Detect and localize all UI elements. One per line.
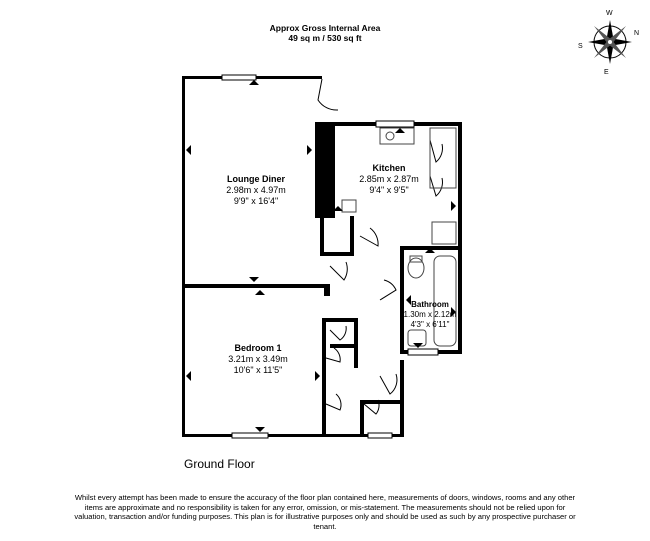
- room-label-bedroom: Bedroom 1 3.21m x 3.49m 10'6" x 11'5": [216, 343, 300, 376]
- room-metric: 3.21m x 3.49m: [228, 354, 288, 364]
- compass-e: N: [634, 30, 639, 37]
- fixtures: [341, 127, 457, 347]
- room-metric: 2.98m x 4.97m: [226, 185, 286, 195]
- room-name: Lounge Diner: [227, 174, 285, 184]
- wall-hall-east: [400, 360, 404, 436]
- wall-lobby: [360, 400, 400, 404]
- room-imperial: 9'9" x 16'4": [233, 196, 279, 206]
- area-header: Approx Gross Internal Area 49 sq m / 530…: [0, 23, 650, 43]
- room-imperial: 10'6" x 11'5": [233, 365, 283, 375]
- wall-cupboard-east: [350, 216, 354, 256]
- windows: [221, 74, 439, 439]
- compass-n: W: [606, 10, 613, 17]
- compass-s: E: [604, 69, 609, 76]
- area-value: 49 sq m / 530 sq ft: [288, 33, 362, 43]
- appliance-icon: [341, 199, 357, 213]
- wall-chimney: [315, 122, 335, 218]
- compass-w: S: [578, 43, 583, 50]
- wall-lounge-bedroom: [182, 284, 330, 288]
- wall-east: [458, 122, 462, 352]
- disclaimer-text: Whilst every attempt has been made to en…: [74, 493, 576, 531]
- room-label-lounge: Lounge Diner 2.98m x 4.97m 9'9" x 16'4": [206, 174, 306, 207]
- room-metric: 2.85m x 2.87m: [359, 174, 419, 184]
- dimension-arrows: [186, 80, 456, 432]
- bath-icon: [433, 255, 457, 347]
- area-title: Approx Gross Internal Area: [269, 23, 381, 33]
- wall-stub: [324, 288, 330, 296]
- room-name: Bedroom 1: [234, 343, 282, 353]
- room-metric: 1.30m x 2.12m: [403, 310, 457, 319]
- compass-rose-icon: W N S E: [578, 10, 639, 76]
- wall-store-east: [354, 318, 358, 368]
- kitchen-sink-icon: [379, 127, 415, 145]
- door-swings: [317, 78, 443, 415]
- room-imperial: 9'4" x 9'5": [369, 185, 409, 195]
- room-label-kitchen: Kitchen 2.85m x 2.87m 9'4" x 9'5": [346, 163, 432, 196]
- wall-hall-west: [322, 322, 326, 434]
- wall-store-mid: [330, 344, 358, 348]
- room-label-bathroom: Bathroom 1.30m x 2.12m 4'3" x 6'11": [402, 300, 458, 330]
- floor-label: Ground Floor: [184, 457, 255, 471]
- wall-cupboard-west: [320, 216, 324, 256]
- wall-bath-west: [400, 246, 404, 354]
- toilet-icon: [407, 257, 425, 279]
- wall-lobby-west: [360, 400, 364, 436]
- wall-south: [182, 434, 404, 437]
- cooker-icon: [431, 221, 457, 245]
- room-imperial: 4'3" x 6'11": [410, 320, 450, 329]
- wall-bath-north: [400, 246, 462, 250]
- wall-cupboard-south: [320, 252, 350, 256]
- room-name: Bathroom: [411, 300, 449, 309]
- wall-store-north: [322, 318, 358, 322]
- wall-west: [182, 76, 185, 436]
- room-name: Kitchen: [372, 163, 406, 173]
